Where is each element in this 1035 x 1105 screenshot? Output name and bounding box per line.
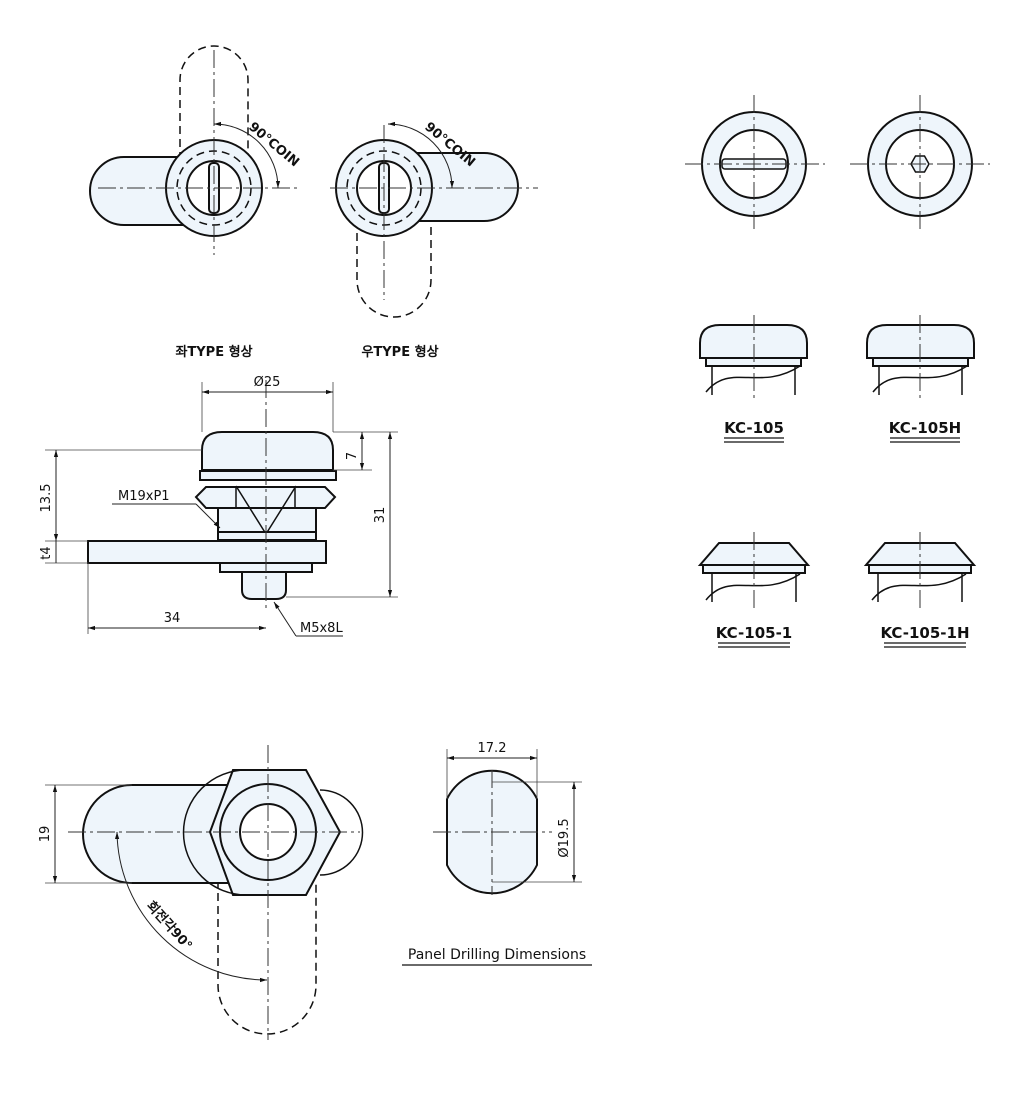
dim-thickness: t4 — [39, 546, 54, 559]
bottom-alt-cam-outline — [217, 880, 317, 1035]
variant-kc-105-label: KC-105 — [724, 419, 784, 437]
dim-overall-height: 31 — [373, 507, 388, 524]
screw-label: M5x8L — [300, 621, 343, 636]
right-type-caption: 우TYPE 형상 — [361, 344, 438, 360]
left-type-caption: 좌TYPE 형상 — [175, 344, 252, 360]
slot-face-view — [685, 95, 825, 233]
dim-cutout-flat: 17.2 — [478, 741, 507, 756]
dim-cam-length: 34 — [164, 611, 181, 626]
variant-kc-105h-label: KC-105H — [889, 419, 961, 437]
panel-cutout: 17.2 Ø19.5 Panel Drilling Dimensions — [402, 741, 592, 966]
side-view: Ø25 7 31 13.5 t4 34 M19xP1 M5x8L — [39, 375, 398, 637]
variant-kc-105-1: KC-105-1 — [697, 532, 811, 648]
left-type-alt-cam-outline — [179, 45, 249, 160]
dim-cutout-diameter: Ø19.5 — [557, 818, 572, 857]
side-screw — [241, 571, 287, 600]
dim-cap-height: 7 — [345, 452, 360, 460]
left-type-rotation-arc — [213, 121, 281, 189]
dim-bottom-width: 19 — [38, 826, 53, 843]
right-type-top-view: 90°COIN 우TYPE 형상 — [330, 120, 538, 360]
side-cap — [201, 431, 334, 471]
variant-kc-105-1h-label: KC-105-1H — [880, 624, 969, 642]
variant-kc-105-1-label: KC-105-1 — [716, 624, 793, 642]
variant-kc-105: KC-105 — [699, 315, 808, 443]
bottom-view: 19 회전각90° — [38, 745, 364, 1040]
bottom-rotation-arc — [114, 831, 268, 983]
side-cam-plate — [87, 540, 327, 564]
side-threaded-body — [217, 507, 317, 533]
variant-kc-105h: KC-105H — [866, 315, 975, 443]
right-type-alt-cam-outline — [356, 220, 432, 318]
thread-label: M19xP1 — [118, 489, 170, 504]
panel-cutout-caption: Panel Drilling Dimensions — [408, 947, 586, 963]
dim-diameter-25: Ø25 — [254, 375, 281, 390]
variant-kc-105-1h: KC-105-1H — [863, 532, 977, 648]
side-washer — [199, 470, 337, 481]
bottom-rotation-label: 회전각90° — [143, 898, 195, 954]
right-type-rotation-arc — [387, 121, 455, 189]
hex-face-view — [850, 95, 990, 233]
left-type-top-view: 90°COIN 좌TYPE 형상 — [89, 45, 302, 360]
dim-body-height: 13.5 — [39, 484, 54, 513]
